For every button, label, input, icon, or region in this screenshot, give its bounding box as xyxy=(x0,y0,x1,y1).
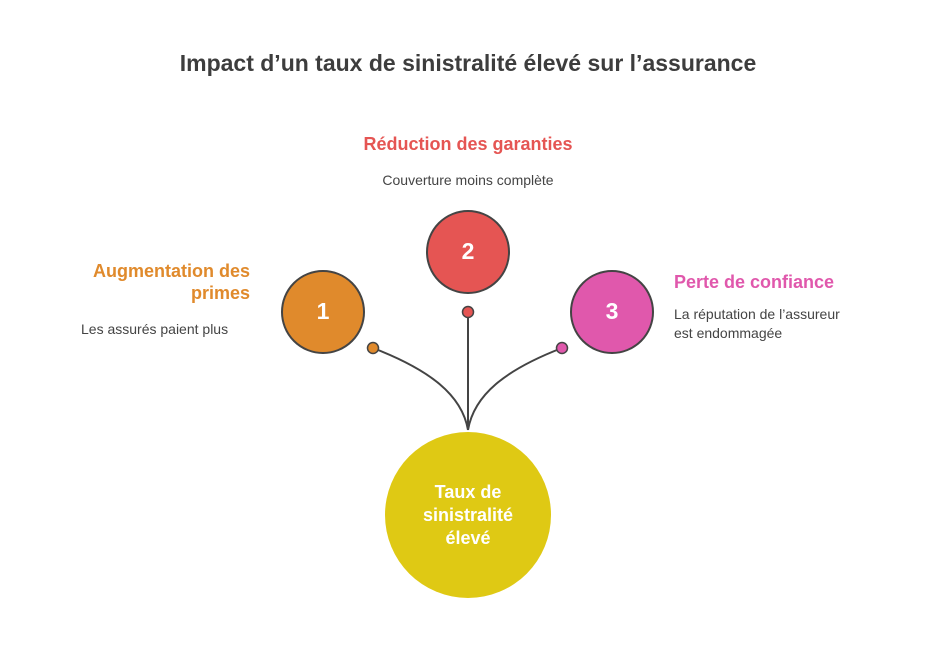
step-number-1: 1 xyxy=(316,298,330,324)
branch-1-description: Les assurés paient plus xyxy=(81,321,229,337)
connector-dot-2 xyxy=(461,305,475,319)
center-label: Taux de sinistralité élevé xyxy=(422,482,514,548)
connector-dot-3 xyxy=(555,341,569,355)
branch-1-title: Augmentation des primes xyxy=(92,261,250,303)
branch-3-description: La réputation de l’assureur est endommag… xyxy=(674,306,840,341)
branch-2-title: Réduction des garanties xyxy=(363,134,573,154)
step-number-3: 3 xyxy=(605,298,619,324)
step-circle-1 xyxy=(281,270,365,354)
step-circle-3 xyxy=(570,270,654,354)
page-title: Impact d’un taux de sinistralité élevé s… xyxy=(179,50,757,76)
connector-1 xyxy=(372,347,469,431)
branch-2-description: Couverture moins complète xyxy=(382,172,554,188)
branch-3-title: Perte de confiance xyxy=(674,272,835,292)
connector-3 xyxy=(467,347,563,431)
step-circle-2 xyxy=(426,210,510,294)
center-circle xyxy=(385,432,551,598)
connector-dot-1 xyxy=(366,341,380,355)
step-number-2: 2 xyxy=(461,238,475,264)
